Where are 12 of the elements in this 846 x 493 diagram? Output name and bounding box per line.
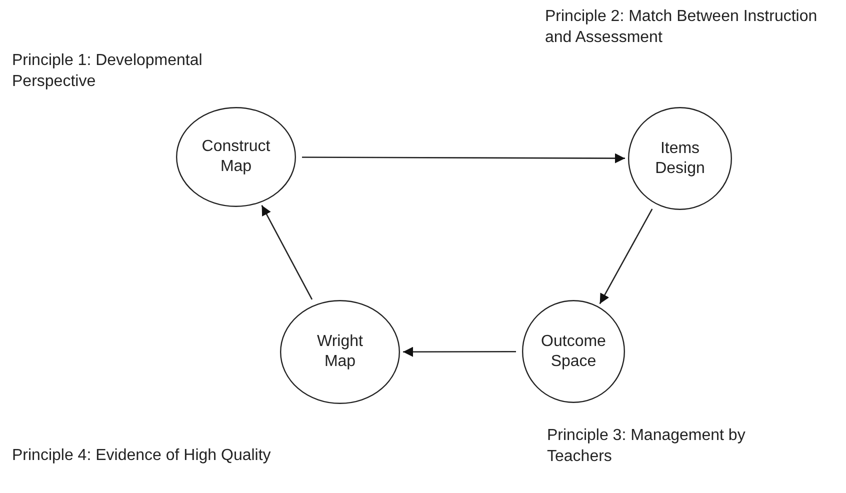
node-label: Construct Map [200,137,272,177]
node-label: Items Design [654,138,706,178]
principle-label: Principle 4: Evidence of High Quality [12,446,272,466]
node-label: Wright Map [316,332,364,372]
arrow [302,153,625,164]
arrow [403,346,516,357]
principle-label: Principle 3: Management by Teachers [547,426,746,467]
principle-label: Principle 2: Match Between Instruction and Assessment [545,7,818,48]
arrow [599,208,653,304]
arrow [261,205,313,300]
node-label: Outcome Space [540,332,607,372]
principle-label: Principle 1: Developmental Perspective [12,51,204,92]
